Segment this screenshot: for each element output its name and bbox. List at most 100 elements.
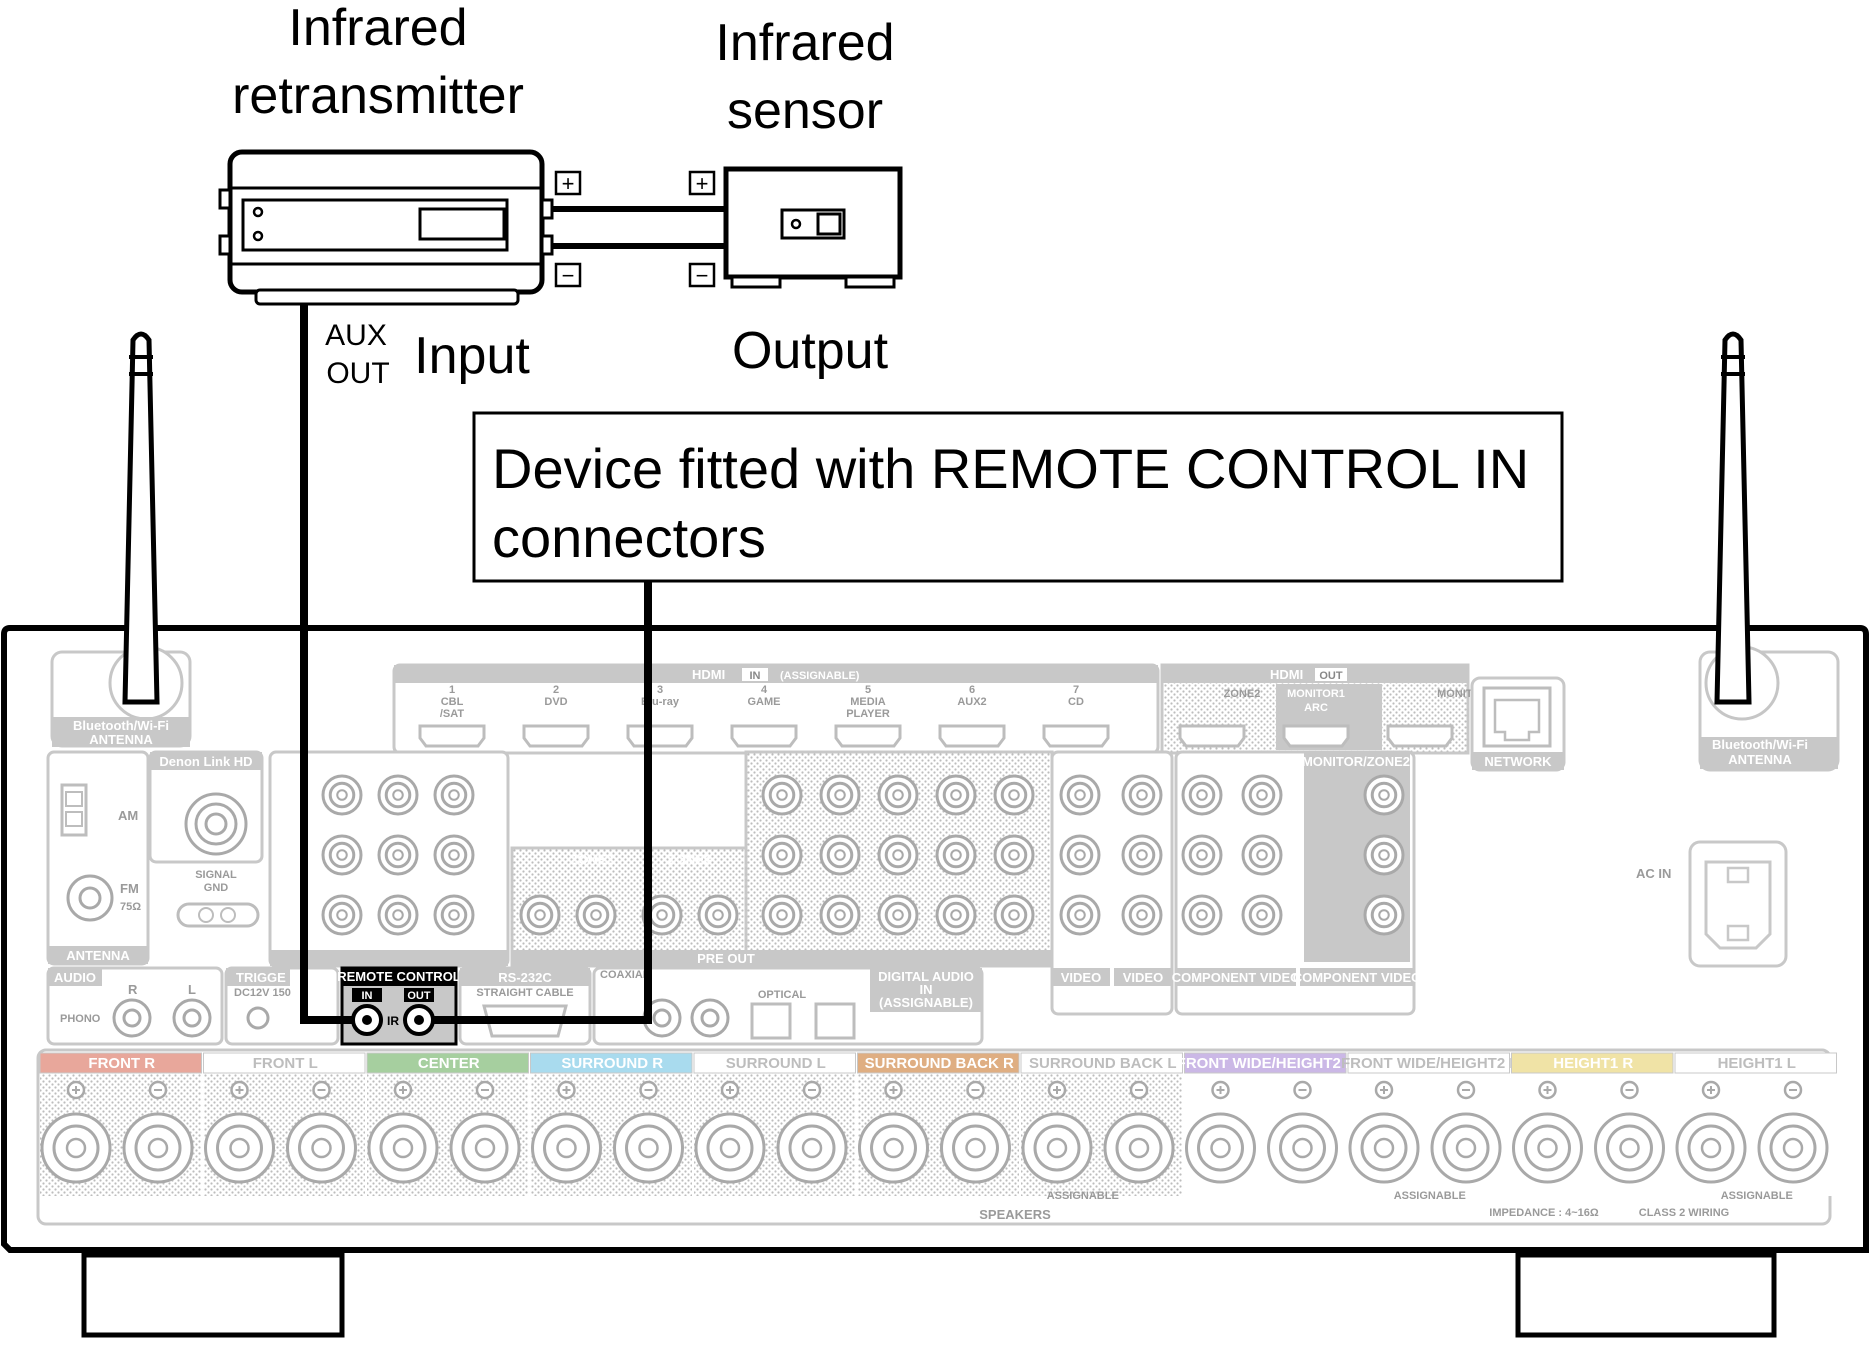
pre-out-jack <box>761 834 803 876</box>
audio-jack <box>321 774 363 816</box>
hdmi-in-name: CD <box>1068 696 1084 708</box>
audio-jack <box>321 834 363 876</box>
retransmitter-label-line1: Infrared <box>288 0 467 57</box>
audio-in-label: AUDIO <box>54 970 96 985</box>
antenna-label: ANTENNA <box>66 948 130 963</box>
pre-out-jack <box>993 834 1035 876</box>
hdmi-in-number: 4 <box>761 684 768 696</box>
pre-out-jack <box>935 894 977 936</box>
speaker-binding-post <box>286 1080 357 1184</box>
antenna-right-label-2: ANTENNA <box>1728 752 1792 767</box>
hdmi-in-panel: HDMI IN (ASSIGNABLE) 1CBL/SAT2DVD3Blu-ra… <box>392 663 1160 755</box>
speaker-binding-post <box>367 1080 439 1184</box>
hdmi-in-number: 2 <box>553 684 559 696</box>
analog-audio-panel <box>268 750 510 968</box>
speaker-binding-post <box>1021 1080 1093 1184</box>
hdmi-out-name: ZONE2 <box>1224 688 1261 700</box>
antenna-left: Bluetooth/Wi-Fi ANTENNA <box>50 331 192 748</box>
audio-jack <box>377 894 419 936</box>
speaker-binding-post <box>776 1080 848 1184</box>
speaker-group: FRONT L <box>203 1052 366 1196</box>
pre-out-jack <box>877 834 919 876</box>
hdmi-out-name: MONITOR1 <box>1287 688 1345 700</box>
digital-audio-label: DIGITAL AUDIO <box>878 969 974 984</box>
speaker-binding-post <box>122 1080 194 1184</box>
speaker-group: FRONT R <box>39 1052 202 1196</box>
ac-in-label: AC IN <box>1636 866 1671 881</box>
speaker-group: FRONT WIDE/HEIGHT2 R <box>1177 1052 1356 1196</box>
digital-audio-panel: DIGITAL AUDIO IN (ASSIGNABLE) COAXIAL OP… <box>592 966 984 1046</box>
hdmi-in-port: 7CD <box>1042 684 1110 748</box>
assignable-label: ASSIGNABLE <box>1394 1190 1466 1202</box>
pre-out-jack <box>761 774 803 816</box>
remote-out-badge: OUT <box>407 990 431 1002</box>
retransmitter-label: Infrared retransmitter <box>232 0 524 125</box>
hdmi-in-name: /SAT <box>440 708 465 720</box>
speaker-binding-post <box>694 1080 766 1184</box>
hdmi-in-number: 7 <box>1073 684 1079 696</box>
trigger-spec: DC12V 150 <box>234 987 291 999</box>
speakers-label: SPEAKERS <box>979 1207 1051 1222</box>
svg-text:+: + <box>696 171 709 196</box>
video-out-label: VIDEO <box>1123 970 1163 985</box>
minus-terminal-icon: − <box>554 262 582 288</box>
remote-in-badge: IN <box>362 990 373 1002</box>
audio-jack <box>433 774 475 816</box>
denon-link-label: Denon Link HD <box>159 754 252 769</box>
coaxial-label: COAXIAL <box>600 969 650 981</box>
sensor-label-line2: sensor <box>727 82 883 140</box>
hdmi-out-label: HDMI <box>1270 667 1303 682</box>
audio-jack <box>321 894 363 936</box>
component-jack <box>1181 774 1223 816</box>
antenna-right-label-1: Bluetooth/Wi-Fi <box>1712 737 1808 752</box>
pre-out-jack <box>761 894 803 936</box>
video-in-label: VIDEO <box>1061 970 1101 985</box>
speaker-group: SURROUND BACK R <box>857 1052 1020 1196</box>
pre-out-jack <box>877 894 919 936</box>
speaker-group-label: SURROUND BACK R <box>865 1055 1014 1072</box>
speaker-group: SURROUND R <box>530 1052 693 1196</box>
hdmi-in-name: CBL <box>441 696 464 708</box>
plus-terminal-icon: + <box>688 170 716 196</box>
hdmi-in-number: 3 <box>657 684 663 696</box>
component-jack <box>1363 774 1405 816</box>
callout-line2: connectors <box>492 506 766 569</box>
hdmi-in-number: 6 <box>969 684 975 696</box>
speaker-binding-post <box>1757 1080 1829 1184</box>
am-label: AM <box>118 808 138 823</box>
sensor-label: Infrared sensor <box>715 14 894 140</box>
input-label: Input <box>414 327 530 385</box>
pre-out-jack <box>819 774 861 816</box>
infrared-retransmitter <box>218 149 554 306</box>
hdmi-in-badge: IN <box>750 670 761 682</box>
speaker-group-label: FRONT R <box>88 1055 155 1072</box>
tuner-antenna-panel: AM FM 75Ω ANTENNA <box>46 750 150 966</box>
speaker-group-label: FRONT WIDE/HEIGHT2 R <box>1177 1055 1356 1072</box>
pre-out-jack <box>697 894 739 936</box>
speaker-group-label: CENTER <box>418 1055 480 1072</box>
assignable-label: ASSIGNABLE <box>1721 1190 1793 1202</box>
video-jack <box>1121 774 1163 816</box>
speaker-group: SURROUND L <box>693 1052 856 1196</box>
pre-out-jack <box>993 894 1035 936</box>
video-jack <box>1121 894 1163 936</box>
phono-input-panel: AUDIO PHONO R L <box>46 966 224 1046</box>
phono-l-label: L <box>188 982 196 997</box>
pre-out-jack <box>993 774 1035 816</box>
fm-label: FM <box>120 881 139 896</box>
antenna-left-label-1: Bluetooth/Wi-Fi <box>73 718 169 733</box>
signal-gnd-label-1: SIGNAL <box>195 869 237 881</box>
speaker-binding-post <box>1512 1080 1583 1184</box>
component-in-label: COMPONENT VIDEO <box>1172 970 1301 985</box>
retransmitter-label-line2: retransmitter <box>232 67 524 125</box>
hdmi-out-port: ZONE2 <box>1178 688 1261 748</box>
video-panel: VIDEO VIDEO <box>1050 750 1174 1016</box>
remote-cables <box>300 304 652 1024</box>
impedance-label: IMPEDANCE : 4~16Ω <box>1489 1207 1599 1219</box>
speaker-binding-post <box>1594 1080 1665 1184</box>
